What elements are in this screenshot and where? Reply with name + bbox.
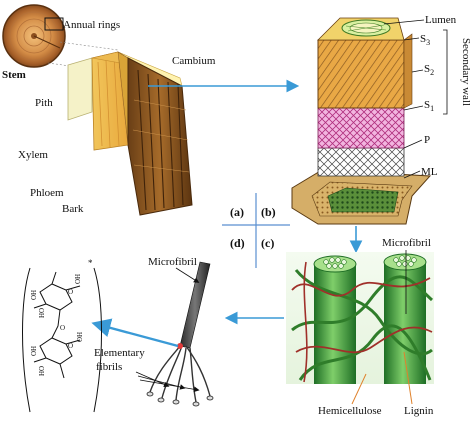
stem-expansion-lines	[47, 41, 119, 69]
secondary-wall-label: Secondary wall	[460, 38, 472, 106]
stem-label: Stem	[2, 69, 26, 81]
elementary-fibrils-label-2: fibrils	[96, 361, 122, 373]
bark-label: Bark	[62, 203, 84, 215]
ml-label: ML	[421, 166, 438, 178]
lignin-label: Lignin	[404, 405, 434, 417]
hemicellulose-leader	[351, 373, 367, 405]
ml-leader	[403, 170, 421, 179]
s1-leader	[403, 105, 424, 111]
cellulose-oh-2: OH	[74, 274, 82, 284]
s2-label: S2	[424, 63, 434, 77]
cell-wall-model	[291, 17, 432, 225]
s2-leader	[411, 69, 424, 73]
xylem-label: Xylem	[18, 149, 48, 161]
stem-cross-section	[2, 4, 66, 68]
lumen-label: Lumen	[425, 14, 457, 26]
secondary-wall-bracket	[443, 29, 448, 115]
elementary-fibrils-label-1: Elementary	[94, 347, 145, 359]
lignin-leader	[403, 351, 413, 405]
elementary-fibril-arrows	[135, 371, 200, 393]
panel-a-label: (a)	[230, 205, 244, 219]
lumen-leader	[383, 19, 425, 25]
cellulose-oh-1: OH	[30, 290, 38, 300]
panel-divider	[222, 193, 290, 268]
phloem-label: Phloem	[30, 187, 64, 199]
p-leader	[403, 139, 423, 149]
panel-c-label: (c)	[261, 236, 274, 250]
cellulose-ho-1: HO	[38, 308, 46, 318]
microfibril-left-leader	[175, 267, 200, 283]
panel-b-label: (b)	[261, 205, 276, 219]
hemicellulose-label: Hemicellulose	[318, 405, 382, 417]
panel-d-label: (d)	[230, 236, 245, 250]
annual-rings-label: Annual rings	[63, 19, 120, 31]
cellulose-o-link: O	[60, 324, 65, 332]
cellulose-ho-2: HO	[38, 366, 46, 376]
microfibril-right-label: Microfibril	[382, 237, 431, 249]
s3-leader	[403, 37, 420, 41]
s1-label: S1	[424, 99, 434, 113]
cellulose-o-2: O	[68, 342, 73, 350]
cellulose-o-1: O	[68, 288, 73, 296]
fibril-bundle-panel	[286, 252, 434, 384]
microfibril-left-label: Microfibril	[148, 256, 197, 268]
microfibril-model	[146, 261, 214, 407]
wood-wedge	[67, 51, 193, 216]
cambium-label: Cambium	[172, 55, 216, 67]
annual-rings-box	[44, 17, 64, 31]
cellulose-oh-3: OH	[30, 346, 38, 356]
cellulose-structure	[22, 267, 102, 413]
cellulose-star-top: *	[88, 258, 93, 268]
pith-label: Pith	[35, 97, 53, 109]
cellulose-oh-4: OH	[76, 332, 84, 342]
p-label: P	[424, 134, 430, 146]
microfibril-to-cellulose-arrow	[91, 318, 179, 348]
s3-label: S3	[420, 33, 430, 47]
